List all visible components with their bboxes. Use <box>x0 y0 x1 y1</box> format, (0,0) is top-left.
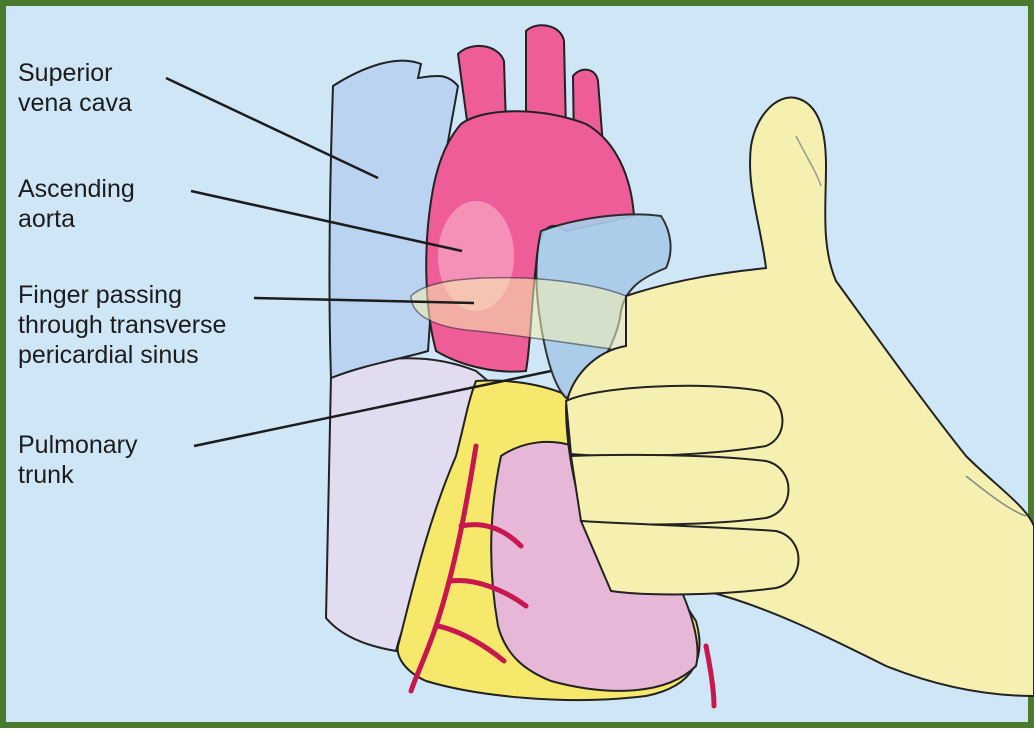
label-superior-vena-cava: Superior vena cava <box>18 58 132 118</box>
hand-finger-3 <box>581 521 799 594</box>
heart-illustration <box>6 6 1034 734</box>
hand-finger-2 <box>571 455 789 525</box>
label-ascending-aorta: Ascending aorta <box>18 174 135 234</box>
label-finger-passing: Finger passing through transverse perica… <box>18 280 226 370</box>
hand-finger-1 <box>566 386 782 456</box>
label-pulmonary-trunk: Pulmonary trunk <box>18 430 138 490</box>
